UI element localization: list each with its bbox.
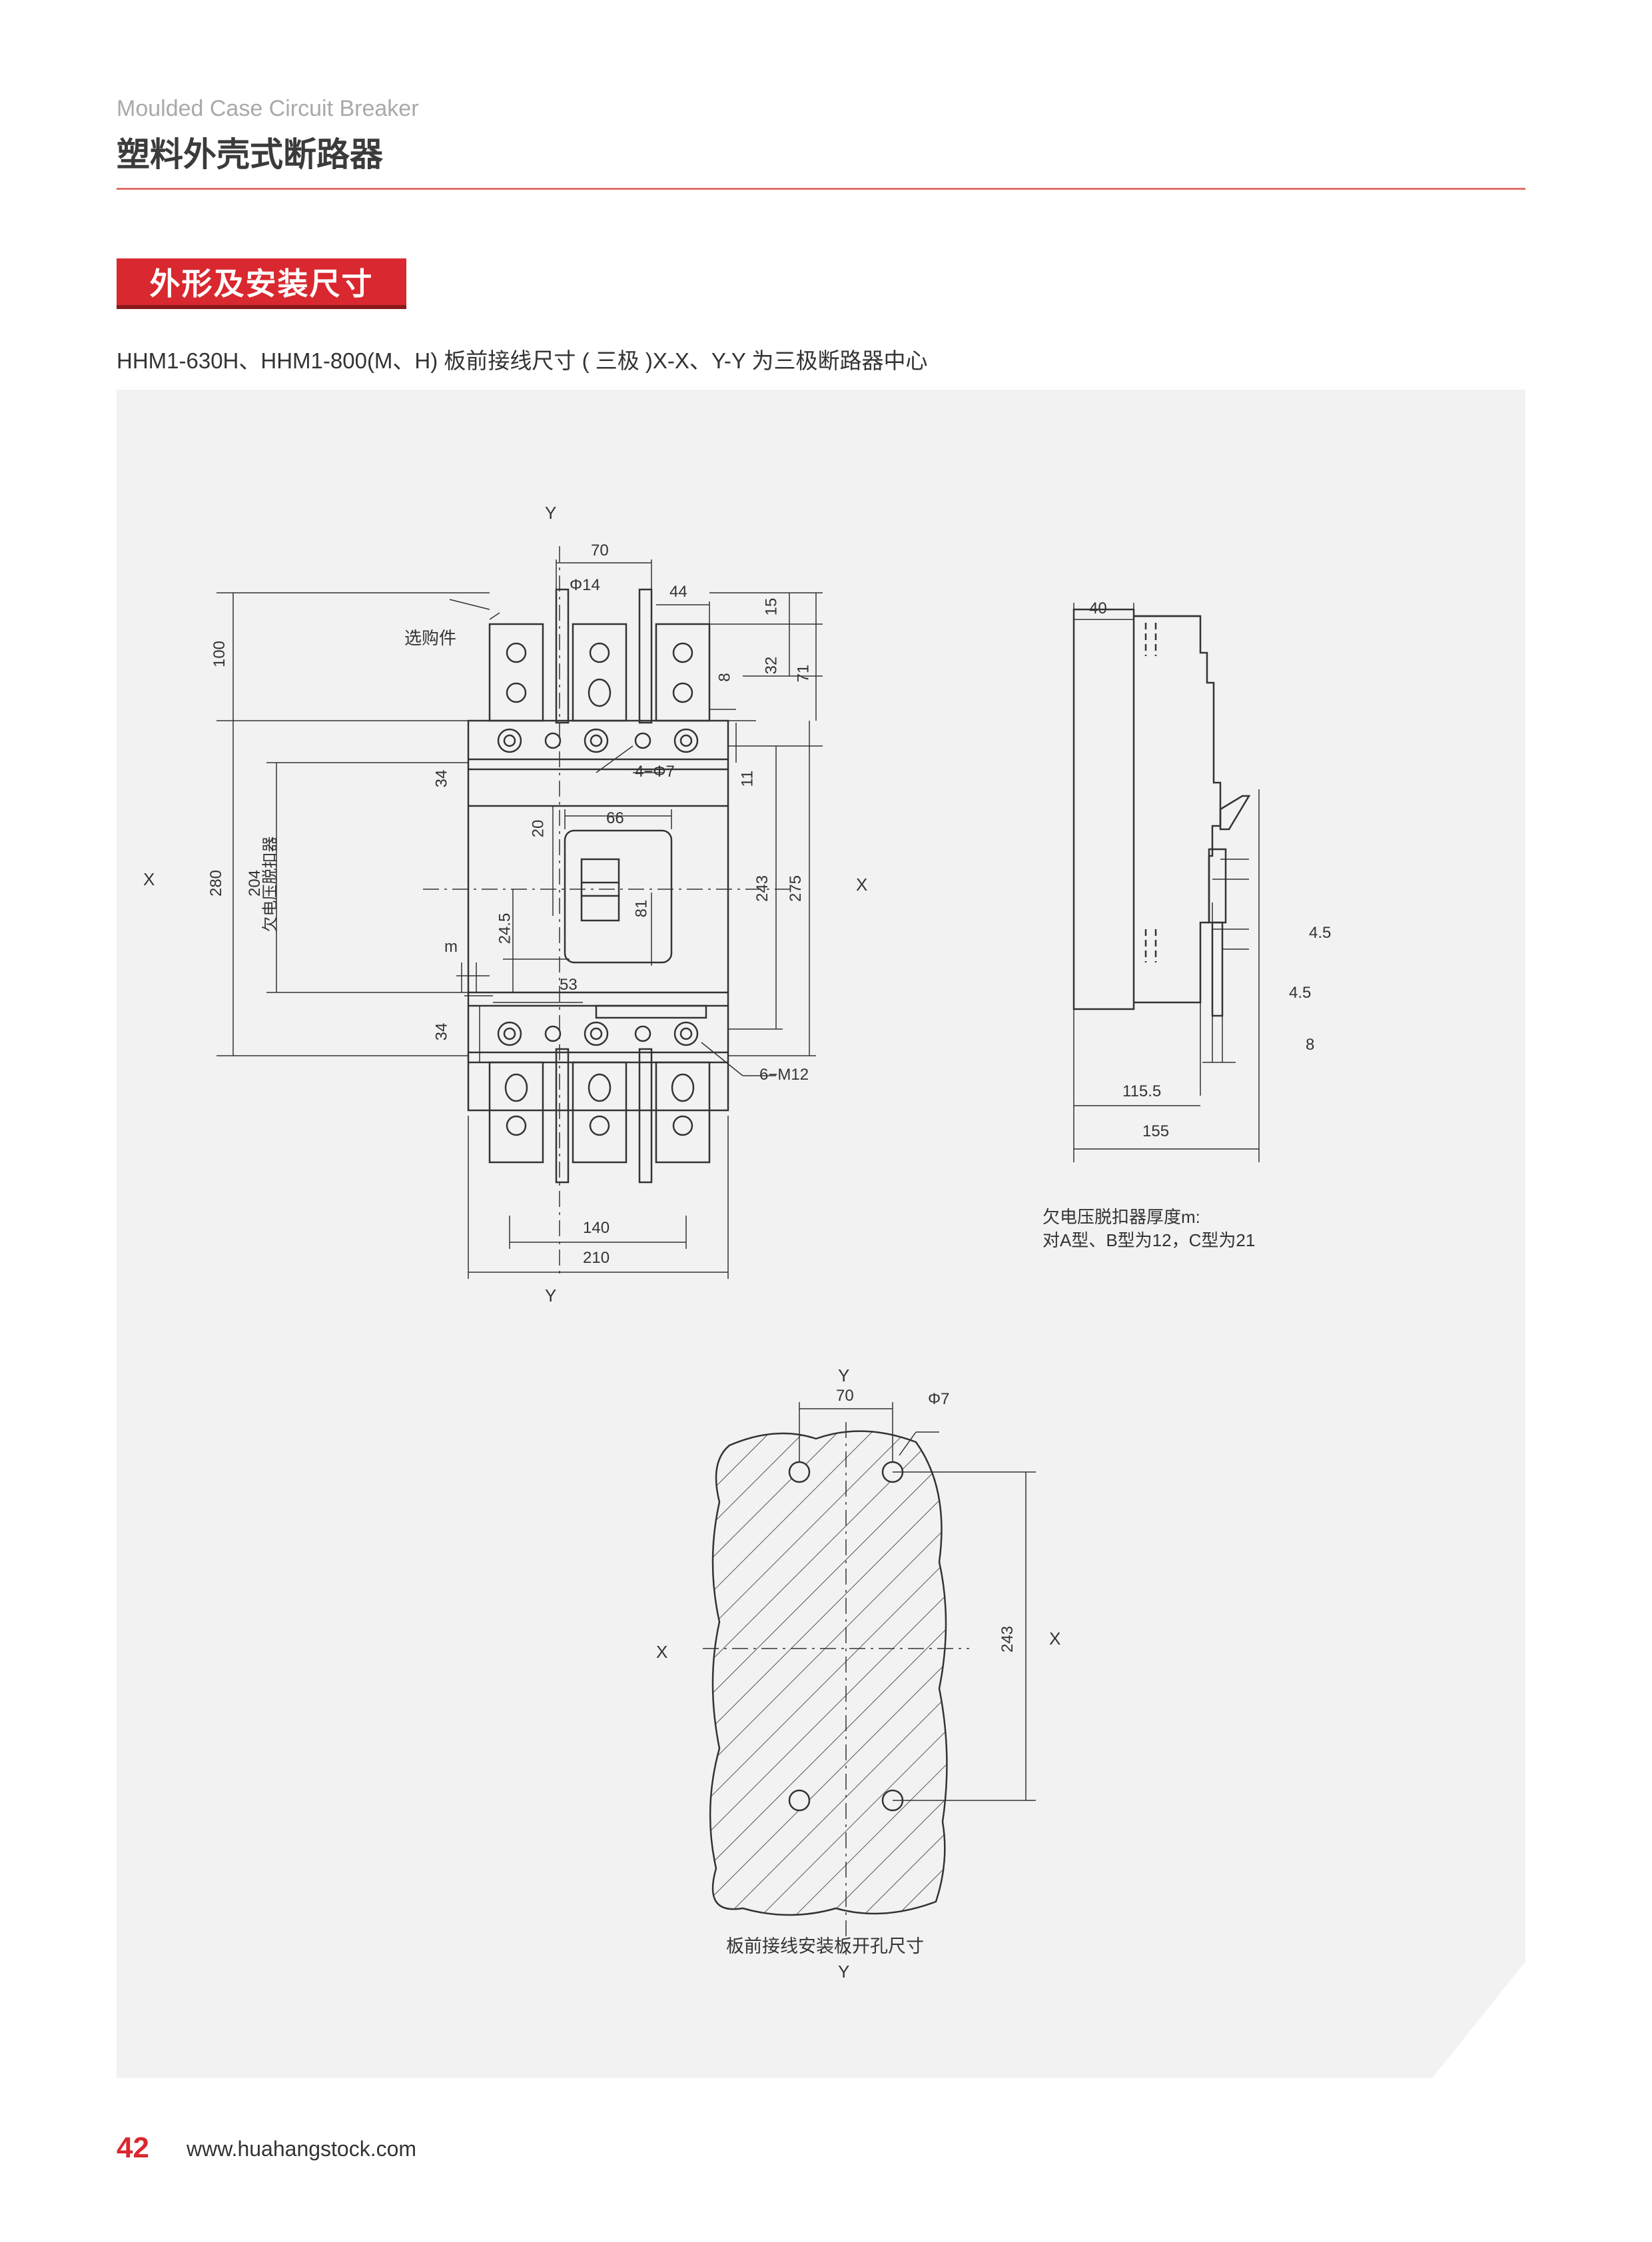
dim-100: 100 xyxy=(210,640,229,668)
dim-140: 140 xyxy=(583,1219,610,1237)
label-uv-release: 欠电压脱扣器 xyxy=(261,836,280,933)
header-divider xyxy=(117,188,1525,190)
front-axis-y-bottom: Y xyxy=(545,1286,557,1306)
side-dim-4-5a: 4.5 xyxy=(1309,924,1332,942)
dim-53: 53 xyxy=(560,976,578,994)
cutout-axis-y-bottom: Y xyxy=(838,1962,850,1982)
side-note-line2: 对A型、B型为12，C型为21 xyxy=(1042,1230,1256,1250)
cutout-dim-phi7: Φ7 xyxy=(928,1390,950,1408)
cutout-axis-y-top: Y xyxy=(838,1365,850,1385)
front-axis-y-top: Y xyxy=(545,503,557,523)
dim-243: 243 xyxy=(753,875,772,903)
dim-32: 32 xyxy=(762,656,781,675)
dim-210: 210 xyxy=(583,1249,610,1267)
side-dim-40: 40 xyxy=(1089,599,1107,617)
dim-phi14: Φ14 xyxy=(570,576,600,594)
label-holes: 4−Φ7 xyxy=(635,763,675,781)
technical-drawing xyxy=(216,546,1260,1955)
header-title-zh: 塑料外壳式断路器 xyxy=(117,136,383,173)
dim-70: 70 xyxy=(591,542,609,560)
dim-34-top: 34 xyxy=(432,769,451,788)
dim-66: 66 xyxy=(606,809,624,827)
front-axis-x-right: X xyxy=(856,875,868,895)
handle-window xyxy=(564,829,673,964)
bottom-terminals xyxy=(488,1021,711,1184)
website-link[interactable]: www.huahangstock.com xyxy=(187,2137,417,2161)
page-number: 42 xyxy=(117,2131,149,2164)
dim-275: 275 xyxy=(787,875,805,903)
label-optional-part: 选购件 xyxy=(404,628,457,648)
cutout-dim-70: 70 xyxy=(836,1387,854,1405)
cutout-dim-243: 243 xyxy=(999,1625,1017,1653)
dim-m: m xyxy=(444,938,458,956)
dim-44: 44 xyxy=(669,583,687,601)
dim-15: 15 xyxy=(762,597,781,616)
drawing-panel: Y Y X X 70 Φ14 44 15 32 71 8 100 11 34 3… xyxy=(117,390,1525,2078)
dim-20: 20 xyxy=(529,819,548,838)
front-axis-x-left: X xyxy=(143,869,155,889)
top-terminals xyxy=(488,588,711,753)
dim-11: 11 xyxy=(738,770,757,787)
dim-81: 81 xyxy=(632,899,651,918)
dim-280: 280 xyxy=(207,869,226,897)
dim-8: 8 xyxy=(715,673,734,682)
section-title-text: 外形及安装尺寸 xyxy=(149,266,374,301)
dim-24-5: 24.5 xyxy=(496,913,514,944)
side-dim-155: 155 xyxy=(1142,1122,1170,1140)
section-title: 外形及安装尺寸 xyxy=(117,258,406,309)
dim-34-bottom: 34 xyxy=(432,1022,451,1041)
cutout-caption: 板前接线安装板开孔尺寸 xyxy=(726,1936,924,1956)
cutout-axis-x-left: X xyxy=(656,1642,668,1662)
header-title-en: Moulded Case Circuit Breaker xyxy=(117,96,419,121)
cutout-view xyxy=(703,1402,1036,1955)
side-dim-115-5: 115.5 xyxy=(1122,1082,1162,1100)
side-dim-8: 8 xyxy=(1306,1036,1315,1054)
side-note-line1: 欠电压脱扣器厚度m: xyxy=(1042,1207,1200,1227)
label-screws: 6−M12 xyxy=(759,1066,809,1084)
dim-71: 71 xyxy=(794,664,813,683)
section-subtitle: HHM1-630H、HHM1-800(M、H) 板前接线尺寸 ( 三极 )X-X… xyxy=(117,348,928,373)
side-view xyxy=(1072,603,1260,1162)
handle xyxy=(580,858,620,922)
front-view xyxy=(216,546,823,1279)
cutout-axis-x-right: X xyxy=(1049,1629,1061,1649)
side-dim-4-5b: 4.5 xyxy=(1289,984,1312,1002)
